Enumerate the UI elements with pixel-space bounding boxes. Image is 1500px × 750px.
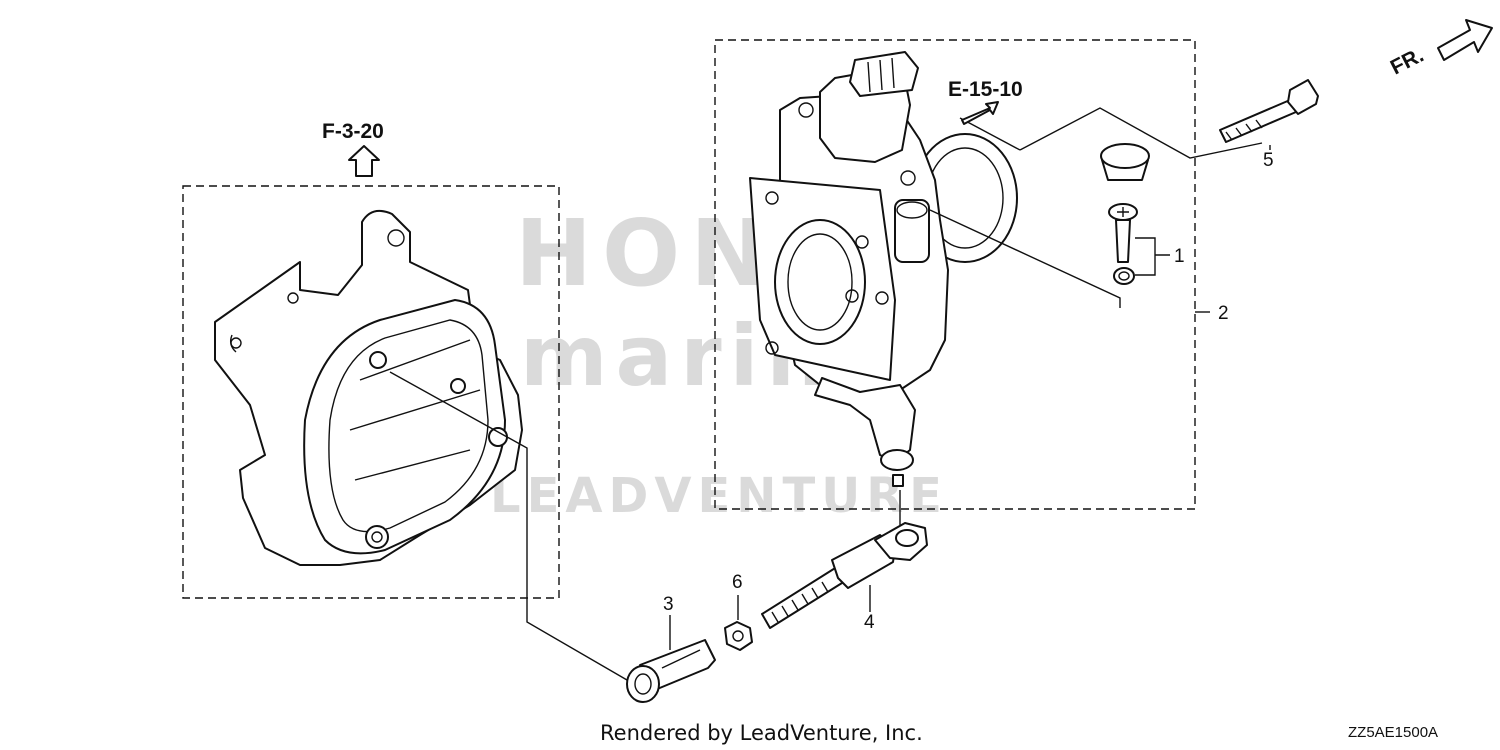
throttle-cover-bracket xyxy=(214,209,523,566)
leader-screw xyxy=(929,209,1121,308)
watermark-leadventure: LEADVENTURE xyxy=(490,468,948,524)
screw-washer-set xyxy=(1108,203,1138,285)
callout-3[interactable]: 3 xyxy=(663,594,674,615)
nut xyxy=(724,621,753,651)
fr-label: FR. xyxy=(1387,44,1428,80)
ref-f-3-20[interactable]: F-3-20 xyxy=(322,120,384,143)
ball-joint xyxy=(626,639,716,703)
ref-e-15-10[interactable]: E-15-10 xyxy=(948,78,1023,101)
rendered-by-credit: Rendered by LeadVenture, Inc. xyxy=(600,721,923,745)
callout-2[interactable]: 2 xyxy=(1218,303,1229,324)
leader-bolt xyxy=(1019,107,1263,159)
left-group-box xyxy=(182,185,560,599)
e-ref-arrow-icon xyxy=(961,101,999,125)
nut-hole xyxy=(732,630,744,642)
callout-1[interactable]: 1 xyxy=(1174,246,1185,267)
front-direction-arrow: FR. xyxy=(1387,19,1493,80)
diagram-code: ZZ5AE1500A xyxy=(1348,724,1438,741)
up-arrow-icon xyxy=(348,145,380,177)
throttle-rod xyxy=(761,522,928,629)
leader-lines xyxy=(389,107,1271,681)
leader-left-to-joint xyxy=(389,371,628,681)
bolt xyxy=(1219,79,1319,143)
callout-4[interactable]: 4 xyxy=(864,612,875,633)
callout-6[interactable]: 6 xyxy=(732,572,743,593)
callout-5[interactable]: 5 xyxy=(1263,150,1274,171)
throttle-body-group-box xyxy=(714,39,1196,510)
throttle-body xyxy=(749,51,1018,487)
bracket-item-1 xyxy=(1135,237,1170,276)
cap-plug xyxy=(1100,143,1150,181)
